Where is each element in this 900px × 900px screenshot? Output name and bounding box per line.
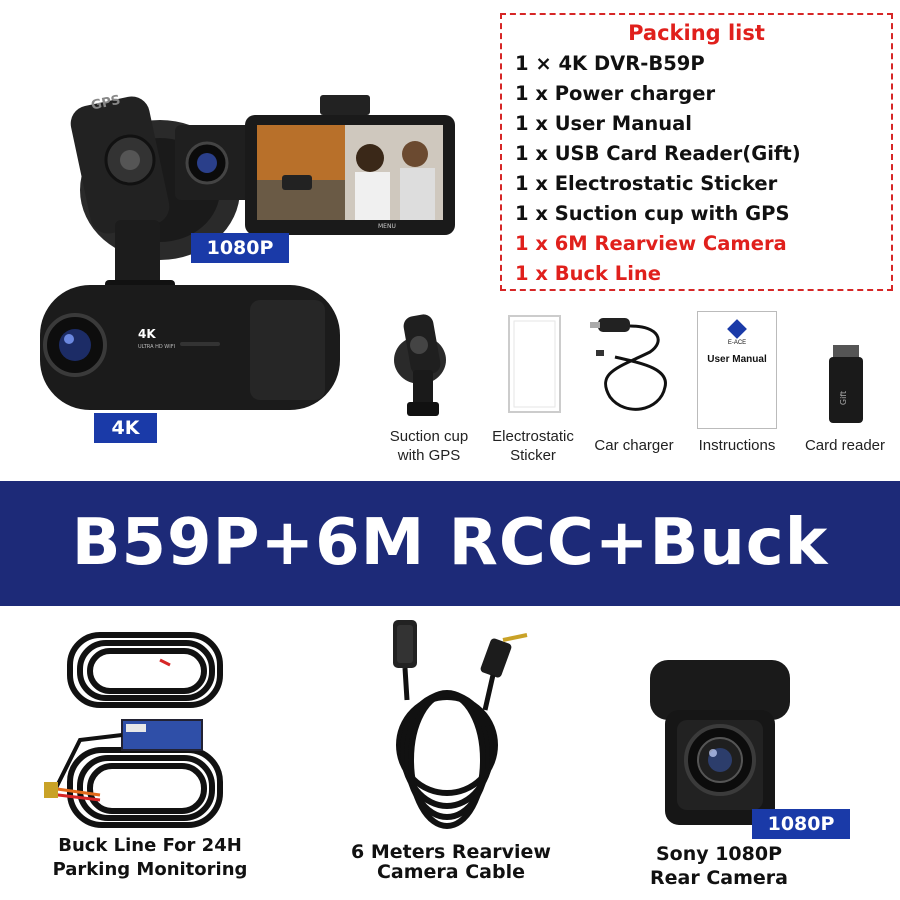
- main-cam-badge: 4K: [94, 413, 157, 443]
- suction-cup-icon: [394, 314, 446, 416]
- front-cam-badge: 1080P: [191, 233, 289, 263]
- instructions-label: Instructions: [698, 437, 776, 454]
- card-reader-label: Card reader: [804, 437, 886, 454]
- ultra-hd-text: ULTRA HD WIFI: [138, 344, 175, 350]
- sticker-icon: [508, 315, 561, 413]
- rearview-cable-caption: 6 Meters Rearview Camera Cable: [351, 841, 551, 883]
- buck-line-caption: Buck Line For 24H Parking Monitoring: [52, 835, 248, 880]
- packing-list-item: 1 x Buck Line: [515, 262, 662, 285]
- user-manual-icon: E-ACE User Manual: [697, 311, 777, 429]
- rearview-cable-image: [393, 620, 528, 829]
- menu-text: MENU: [378, 223, 396, 230]
- packing-list: Packing list 1 × 4K DVR-B59P 1 x Power ch…: [500, 13, 893, 291]
- packing-list-item: 1 x USB Card Reader(Gift): [515, 142, 801, 165]
- packing-list-items: 1 × 4K DVR-B59P 1 x Power charger 1 x User…: [515, 49, 801, 289]
- buck-line-image: [44, 632, 223, 828]
- reader-gift-text: Gift: [839, 391, 848, 405]
- suction-cup-label: Suction cup with GPS: [389, 428, 469, 464]
- packing-list-item: 1 x Suction cup with GPS: [515, 202, 790, 225]
- rear-camera-image: [650, 660, 790, 825]
- sticker-label: Electrostatic Sticker: [492, 428, 574, 464]
- packing-list-title: Packing list: [628, 21, 765, 45]
- car-charger-icon: [590, 318, 667, 411]
- rear-cam-badge: 1080P: [752, 809, 850, 839]
- packing-list-item: 1 x Electrostatic Sticker: [515, 172, 778, 195]
- dashcam-product-image: GPS 4K ULTRA HD WIFI MENU: [40, 93, 455, 410]
- packing-list-item: 1 x User Manual: [515, 112, 692, 135]
- card-reader-icon: Gift: [829, 345, 863, 423]
- product-banner: B59P+6M RCC+Buck Line: [0, 481, 900, 705]
- packing-list-item: 1 × 4K DVR-B59P: [515, 52, 705, 75]
- 4k-face-text: 4K: [138, 327, 156, 341]
- car-charger-label: Car charger: [594, 437, 674, 454]
- packing-list-item: 1 x Power charger: [515, 82, 716, 105]
- gps-text: GPS: [90, 93, 122, 114]
- manual-brand-text: E-ACE: [727, 340, 747, 346]
- manual-title-text: User Manual: [707, 354, 767, 365]
- packing-list-item: 1 x 6M Rearview Camera: [515, 232, 787, 255]
- rear-camera-caption: Sony 1080P Rear Camera: [650, 843, 788, 889]
